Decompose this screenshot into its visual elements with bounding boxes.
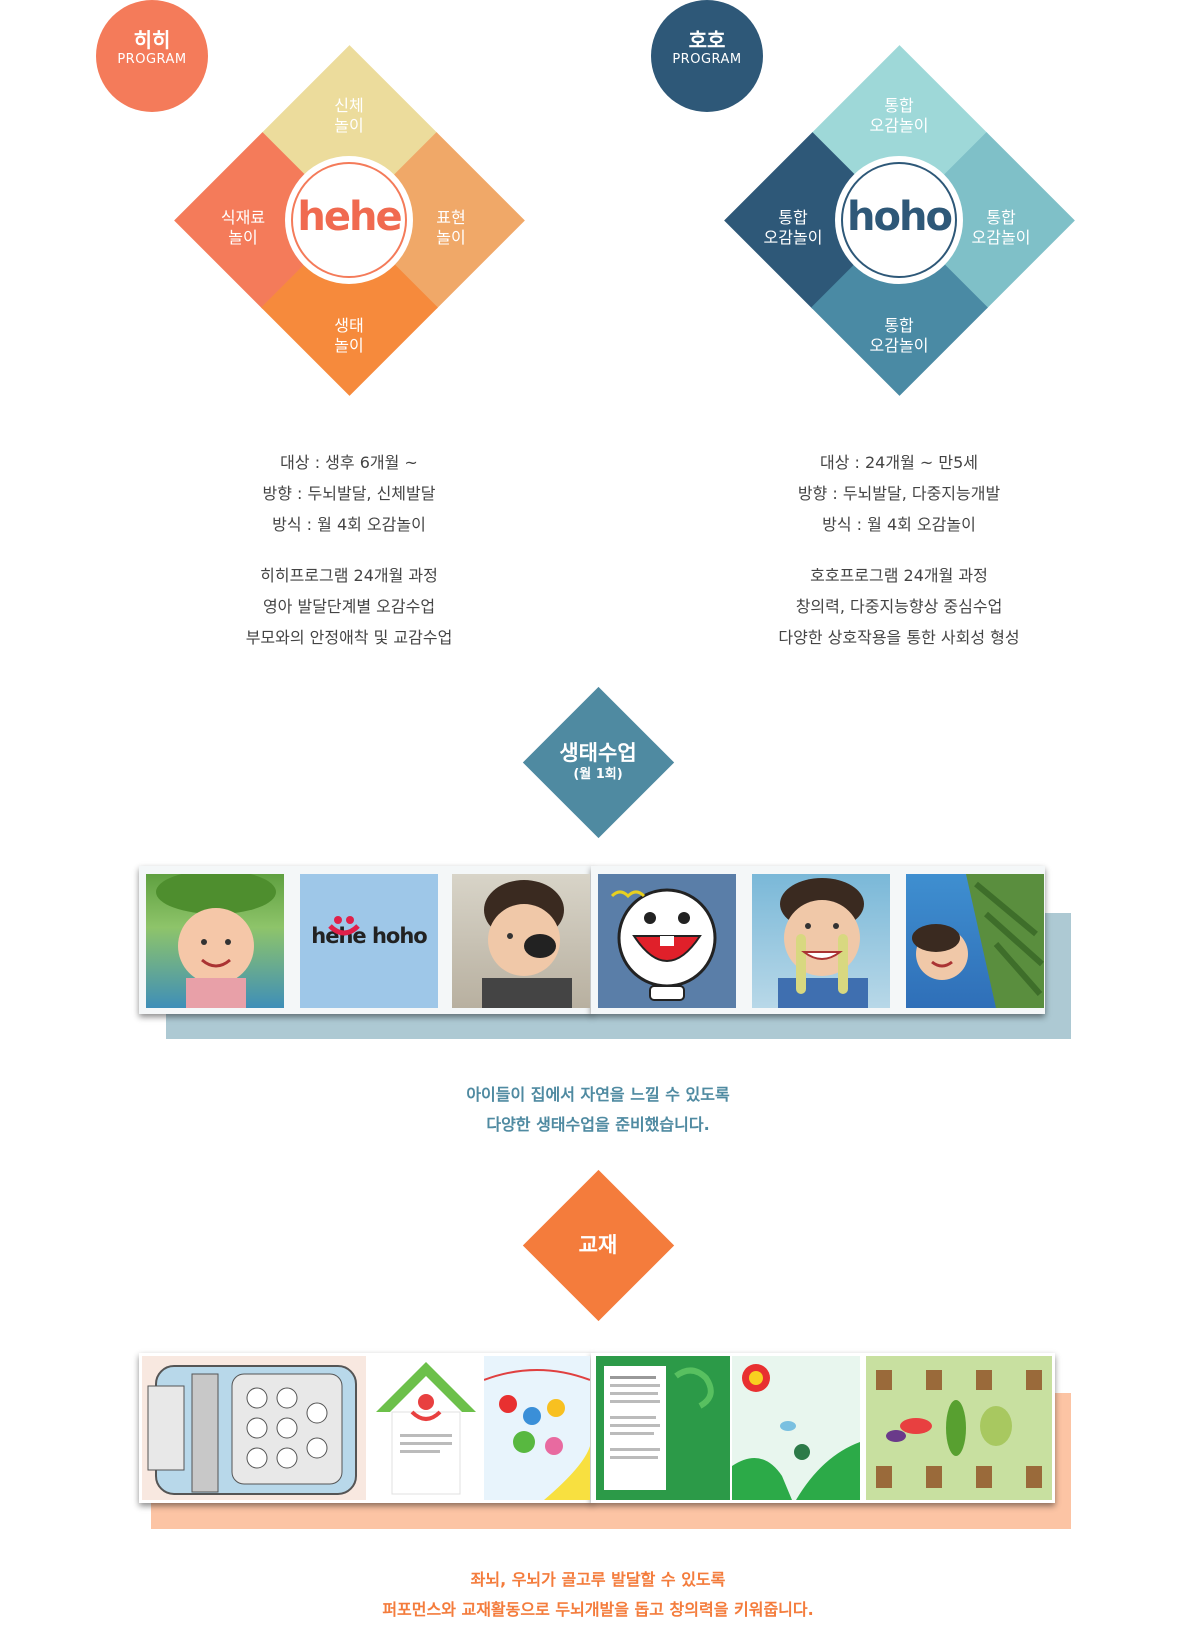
- hoho-label-left: 통합 오감놀이: [763, 208, 823, 247]
- eco-photo-character: [598, 874, 736, 1008]
- hoho-label-top: 통합 오감놀이: [869, 96, 929, 135]
- eco-photo-logo: hehe hoho: [300, 874, 438, 1008]
- textbook-cover-house: [372, 1356, 480, 1500]
- eco-photo-child-leaf: [146, 874, 284, 1008]
- hehe-info-target: 대상 : 생후 6개월 ~ 방향 : 두뇌발달, 신체발달 방식 : 월 4회 …: [262, 453, 436, 534]
- hehe-label-top: 신체 놀이: [334, 96, 364, 135]
- hoho-label-right: 통합 오감놀이: [971, 208, 1031, 247]
- hehe-label-right: 표현 놀이: [436, 208, 466, 247]
- hoho-info-target: 대상 : 24개월 ~ 만5세 방향 : 두뇌발달, 다중지능개발 방식 : 월…: [797, 453, 1001, 534]
- textbook-page-sun: [732, 1356, 860, 1500]
- hehe-program-badge: 히히 PROGRAM: [96, 0, 208, 112]
- hoho-info-course: 호호프로그램 24개월 과정 창의력, 다중지능향상 중심수업 다양한 상호작용…: [778, 566, 1020, 647]
- textbook-page-beans: [866, 1356, 1052, 1500]
- hehe-logo: hehe: [297, 194, 402, 240]
- hehe-label-left: 식재료 놀이: [220, 208, 266, 247]
- hoho-badge-subtitle: PROGRAM: [672, 52, 742, 67]
- eco-photo-child-branch: [906, 874, 1044, 1008]
- hehe-info-course: 히히프로그램 24개월 과정 영아 발달단계별 오감수업 부모와의 안정애착 및…: [245, 566, 453, 647]
- hoho-label-bottom: 통합 오감놀이: [869, 316, 929, 355]
- textbook-page-green: [596, 1356, 730, 1500]
- hehe-label-bottom: 생태 놀이: [334, 316, 364, 355]
- eco-photo-boy-toy: [452, 874, 590, 1008]
- eco-photo-boy-smile: [752, 874, 890, 1008]
- hoho-logo-circle: hoho: [835, 156, 963, 284]
- textbook-caption: 좌뇌, 우뇌가 골고루 발달할 수 있도록 퍼포먼스와 교재활동으로 두뇌개발을…: [382, 1570, 814, 1619]
- eco-title: 생태수업 (월 1회): [559, 741, 637, 782]
- hoho-logo: hoho: [847, 194, 953, 240]
- textbook-cover-phone: [142, 1356, 366, 1500]
- textbook-title: 교재: [578, 1233, 618, 1257]
- hehe-logo-circle: hehe: [285, 156, 413, 284]
- hoho-badge-title: 호호: [688, 28, 726, 52]
- hehe-badge-subtitle: PROGRAM: [117, 52, 187, 67]
- eco-caption: 아이들이 집에서 자연을 느낄 수 있도록 다양한 생태수업을 준비했습니다.: [466, 1085, 730, 1134]
- hehe-badge-title: 히히: [133, 28, 171, 52]
- textbook-cover-music: [484, 1356, 590, 1500]
- hoho-program-badge: 호호 PROGRAM: [651, 0, 763, 112]
